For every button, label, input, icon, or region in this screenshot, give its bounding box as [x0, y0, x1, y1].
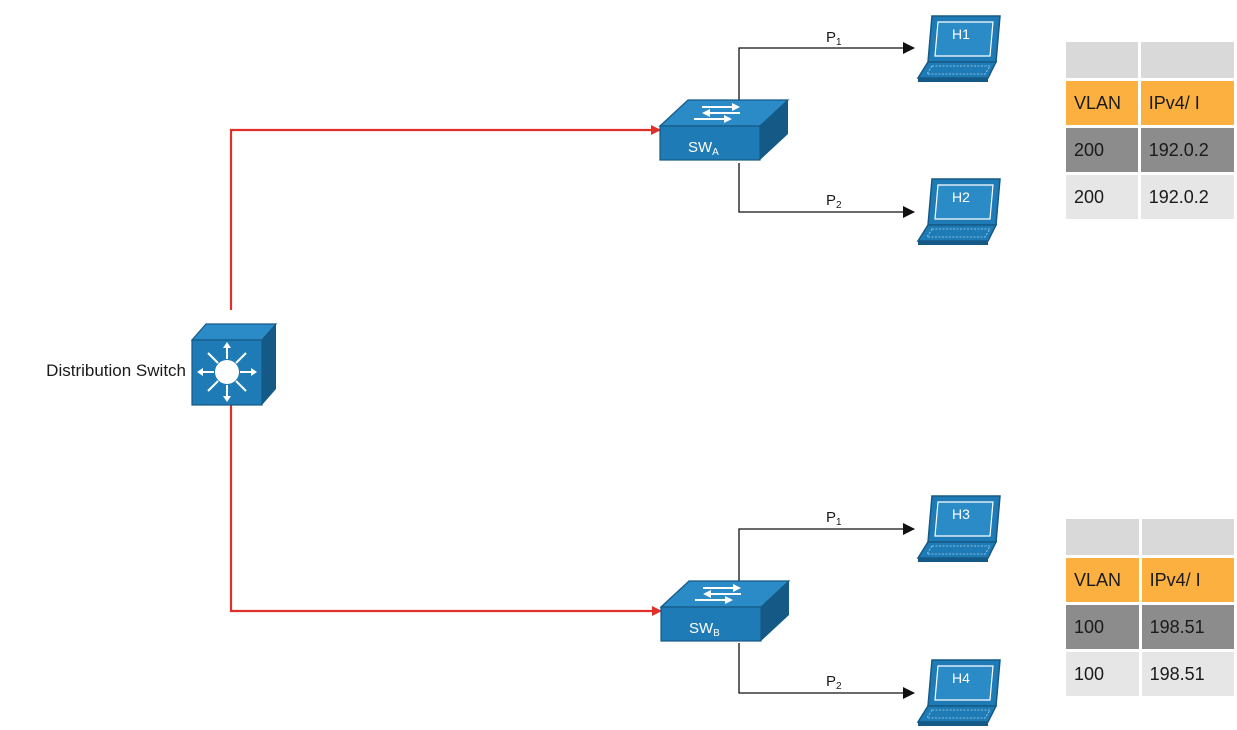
host-h2-label: H2	[952, 189, 970, 205]
switch-b-label: SWB	[689, 620, 720, 639]
multilayer-switch-icon	[190, 323, 278, 406]
uplink-to-sw-b	[229, 405, 662, 616]
link-sw-b-h4	[738, 643, 915, 699]
host-h2[interactable]: H2	[917, 178, 1001, 246]
host-h3[interactable]: H3	[917, 495, 1001, 563]
table-cell: 192.0.2	[1140, 175, 1234, 219]
host-h4[interactable]: H4	[917, 659, 1001, 727]
port-label-p1-sw-b: P1	[826, 509, 842, 528]
table-title-cell	[1140, 42, 1234, 78]
table-row: 200 192.0.2	[1066, 128, 1234, 172]
access-switch-b[interactable]: SWB	[660, 580, 790, 642]
link-sw-a-h1	[738, 42, 915, 100]
vlan-table-sw-b: VLAN IPv4/ I 100 198.51 100 198.51	[1063, 516, 1237, 699]
table-cell: 198.51	[1141, 652, 1234, 696]
uplink-to-sw-a	[229, 125, 661, 310]
table-cell: 200	[1066, 175, 1138, 219]
workgroup-switch-icon	[660, 580, 790, 642]
table-title-cell	[1141, 519, 1234, 555]
link-sw-b-h3	[738, 523, 915, 582]
table-header-vlan: VLAN	[1066, 81, 1138, 125]
table-header-row: VLAN IPv4/ I	[1066, 81, 1234, 125]
host-h3-label: H3	[952, 506, 970, 522]
switch-a-label: SWA	[688, 139, 719, 158]
port-label-p1-sw-a: P1	[826, 29, 842, 48]
table-cell: 200	[1066, 128, 1138, 172]
port-label-p2-sw-a: P2	[826, 192, 842, 211]
host-h4-label: H4	[952, 670, 970, 686]
access-switch-a[interactable]: SWA	[659, 99, 789, 161]
vlan-table-sw-a: VLAN IPv4/ I 200 192.0.2 200 192.0.2	[1063, 39, 1237, 222]
table-cell: 100	[1066, 652, 1139, 696]
table-cell: 192.0.2	[1140, 128, 1234, 172]
distribution-switch[interactable]: Distribution Switch	[46, 323, 278, 406]
table-header-ipv4: IPv4/ I	[1140, 81, 1234, 125]
table-title-cell	[1066, 519, 1139, 555]
host-h1[interactable]: H1	[917, 15, 1001, 83]
table-header-row: VLAN IPv4/ I	[1066, 558, 1234, 602]
distribution-switch-label: Distribution Switch	[46, 361, 186, 380]
table-cell: 100	[1066, 605, 1139, 649]
host-h1-label: H1	[952, 26, 970, 42]
table-title-cell	[1066, 42, 1138, 78]
table-title-row	[1066, 519, 1234, 555]
port-label-p2-sw-b: P2	[826, 673, 842, 692]
link-sw-a-h2	[738, 163, 915, 218]
table-row: 200 192.0.2	[1066, 175, 1234, 219]
workgroup-switch-icon	[659, 99, 789, 161]
table-title-row	[1066, 42, 1234, 78]
table-row: 100 198.51	[1066, 652, 1234, 696]
table-row: 100 198.51	[1066, 605, 1234, 649]
table-cell: 198.51	[1141, 605, 1234, 649]
table-header-ipv4: IPv4/ I	[1141, 558, 1234, 602]
table-header-vlan: VLAN	[1066, 558, 1139, 602]
